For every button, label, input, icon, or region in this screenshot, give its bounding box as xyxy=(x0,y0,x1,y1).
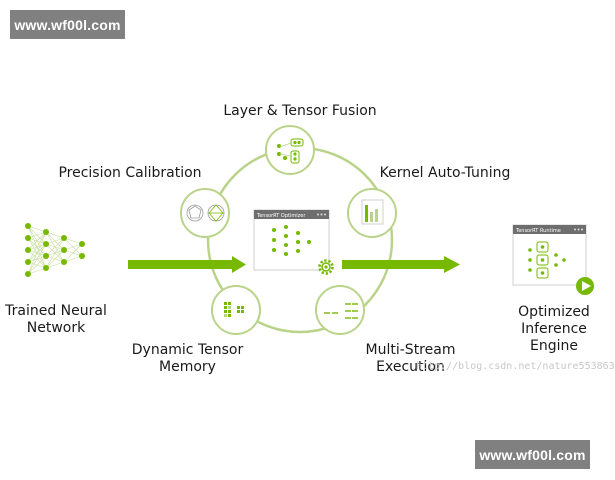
label-kernel: Kernel Auto-Tuning xyxy=(379,165,511,181)
network-edge xyxy=(27,225,47,233)
precision-icon xyxy=(186,204,225,222)
label-trained-network: Trained Neural Network xyxy=(2,303,110,337)
kernel-autotuning-node xyxy=(347,188,397,238)
diagram-canvas: TensorRT Optimizer TensorRT Runtime xyxy=(25,125,594,335)
network-edge xyxy=(27,231,47,239)
label-optimized-line3: Engine xyxy=(530,338,578,354)
fusion-icon xyxy=(277,138,304,164)
label-memory-line2: Memory xyxy=(159,359,216,375)
source-credit: http://blog.csdn.net/nature553863 xyxy=(416,361,615,372)
watermark-top: www.wf00l.com xyxy=(10,10,125,39)
label-optimized-engine: Optimized Inference Engine xyxy=(508,304,600,355)
label-memory: Dynamic Tensor Memory xyxy=(125,342,250,376)
network-node xyxy=(43,265,49,271)
network-edge xyxy=(63,255,83,263)
network-node xyxy=(25,271,31,277)
play-icon xyxy=(576,277,594,295)
network-node xyxy=(79,253,85,259)
dynamic-memory-node xyxy=(211,285,261,335)
label-multistream-line2: Execution xyxy=(376,359,445,375)
network-edge xyxy=(45,249,65,269)
network-edge xyxy=(45,261,65,269)
network-node xyxy=(25,235,31,241)
network-node xyxy=(25,223,31,229)
runtime-network-icon xyxy=(528,241,566,279)
layer-fusion-node xyxy=(265,125,315,175)
precision-calibration-node xyxy=(180,188,230,238)
network-node xyxy=(61,235,67,241)
network-edge xyxy=(63,243,83,251)
label-optimized-line2: Inference xyxy=(521,321,587,337)
network-node xyxy=(43,241,49,247)
label-multistream-line1: Multi-Stream xyxy=(365,342,456,358)
gear-icon xyxy=(318,259,334,275)
network-edge xyxy=(45,231,65,239)
network-node xyxy=(61,259,67,265)
network-edge xyxy=(27,231,47,263)
optimizer-window-title: TensorRT Optimizer xyxy=(256,213,306,219)
multistream-node xyxy=(315,285,365,335)
label-memory-line1: Dynamic Tensor xyxy=(131,342,244,358)
network-node xyxy=(43,253,49,259)
kernel-chart-icon xyxy=(361,199,384,225)
network-node xyxy=(25,259,31,265)
label-trained-network-line1: Trained Neural xyxy=(5,303,107,319)
network-edge xyxy=(27,231,47,275)
network-node xyxy=(43,229,49,235)
input-arrow xyxy=(128,256,246,273)
network-edge xyxy=(45,237,65,245)
label-trained-network-line2: Network xyxy=(26,320,86,336)
memory-grid-icon xyxy=(224,302,244,317)
network-edge xyxy=(27,231,47,251)
output-arrow xyxy=(342,256,460,273)
network-edge xyxy=(45,237,65,269)
network-edge xyxy=(63,243,83,263)
network-edge xyxy=(45,237,65,257)
network-edge xyxy=(63,237,83,245)
optimizer-window: TensorRT Optimizer xyxy=(253,209,330,271)
runtime-window: TensorRT Runtime xyxy=(512,224,587,286)
network-edge xyxy=(27,255,47,275)
label-multistream: Multi-Stream Execution xyxy=(358,342,463,376)
runtime-window-title: TensorRT Runtime xyxy=(515,228,561,234)
label-optimized-line1: Optimized xyxy=(518,304,590,320)
optimizer-network-icon xyxy=(272,225,311,256)
network-edge xyxy=(27,243,47,275)
label-layer-fusion: Layer & Tensor Fusion xyxy=(223,103,377,119)
watermark-bottom: www.wf00l.com xyxy=(475,440,590,469)
network-node xyxy=(25,247,31,253)
label-precision: Precision Calibration xyxy=(58,165,202,181)
network-node xyxy=(61,247,67,253)
network-node xyxy=(79,241,85,247)
network-edge xyxy=(27,267,47,275)
neural-network-icon xyxy=(25,223,85,277)
streams-icon xyxy=(324,303,358,319)
